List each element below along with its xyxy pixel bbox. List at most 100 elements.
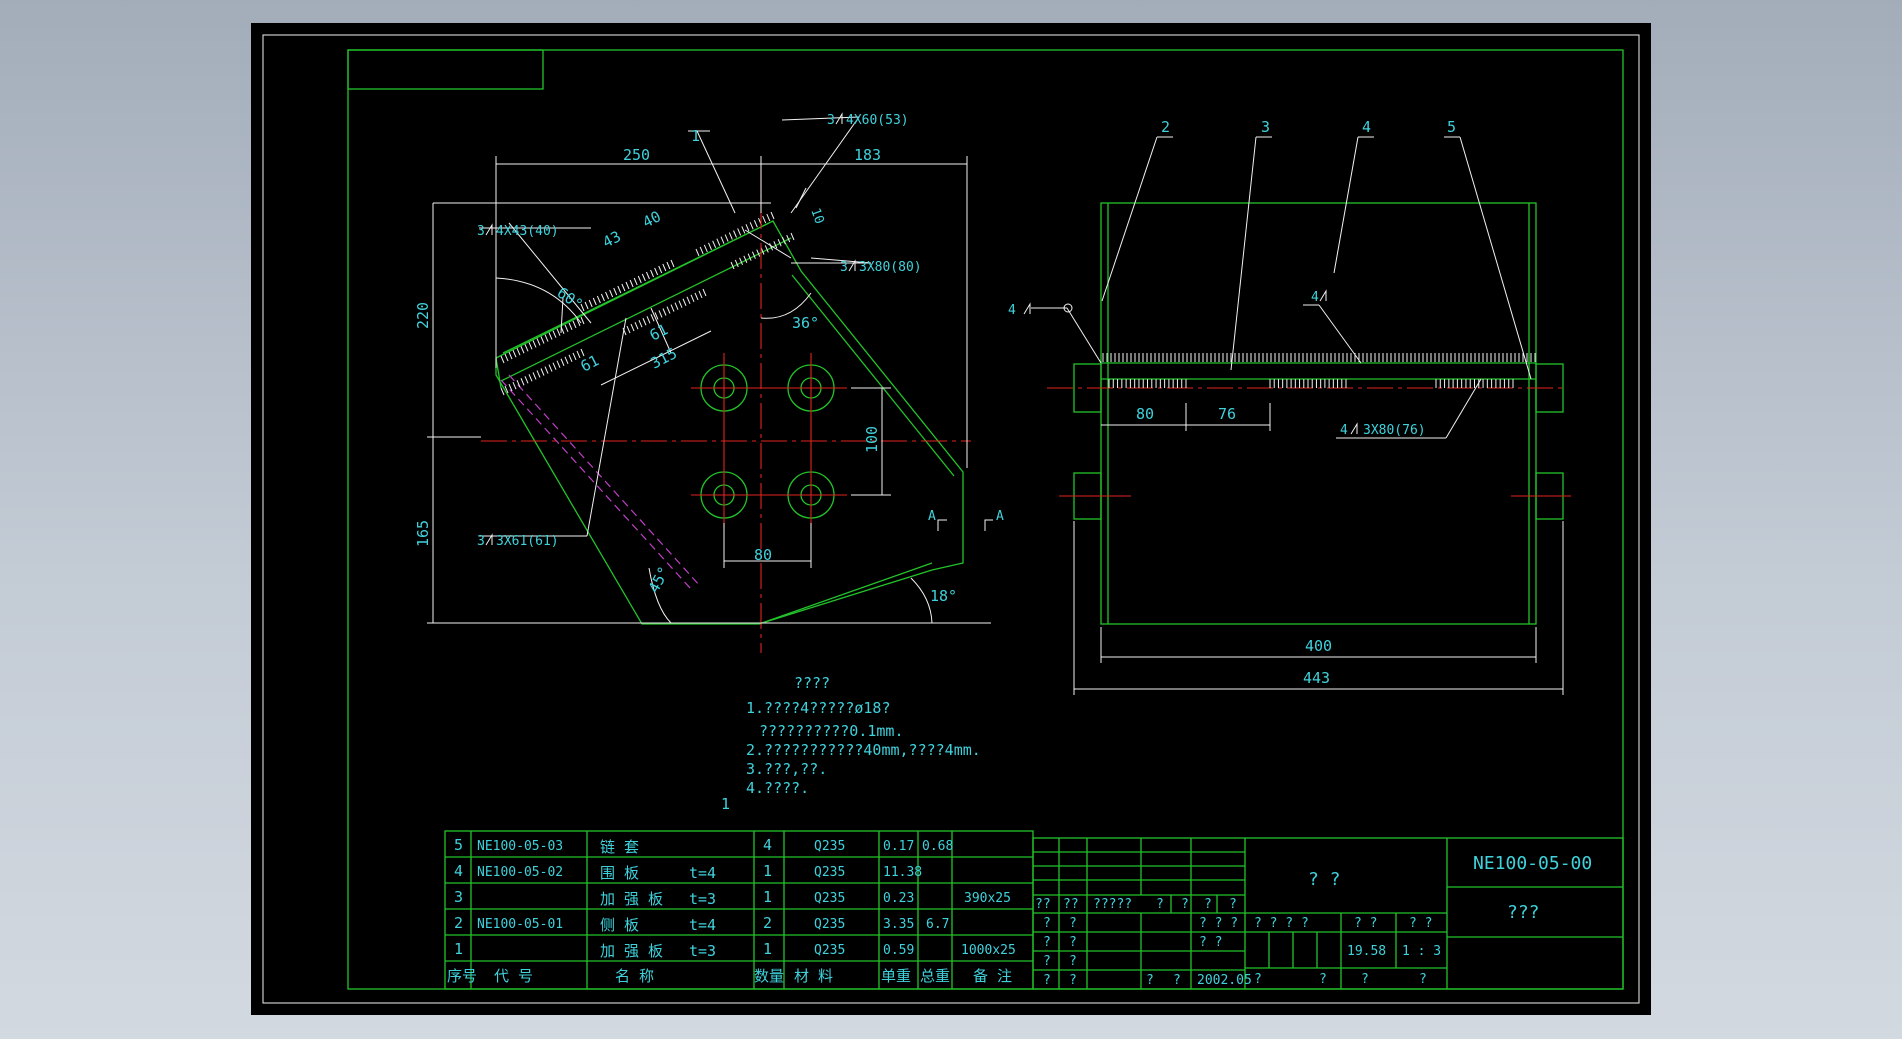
bom-no: 3 bbox=[454, 888, 463, 906]
sign-cell: ? bbox=[1069, 916, 1077, 931]
dim-76: 76 bbox=[1218, 405, 1236, 423]
weld-hatch-mark bbox=[658, 310, 663, 318]
weld-hatch-mark bbox=[790, 232, 795, 241]
weld-r2-num: 4 bbox=[1311, 290, 1319, 305]
weld-hatch-mark bbox=[592, 297, 597, 306]
weld-hatch-mark bbox=[670, 304, 675, 312]
weld-hatch-mark bbox=[512, 381, 517, 390]
frame-outline bbox=[1100, 202, 1537, 625]
weld-hatch-mark bbox=[500, 387, 505, 396]
rib-edge-outer bbox=[502, 222, 770, 354]
dim-43: 43 bbox=[600, 227, 624, 251]
weld-3-spec: 3X80(80) bbox=[859, 260, 922, 275]
sign-cell: ? bbox=[1069, 954, 1077, 969]
weld-hatch-mark bbox=[733, 230, 737, 238]
weld-hatch-mark bbox=[572, 352, 577, 361]
weld-hatch-right bbox=[1102, 353, 1536, 388]
weld-hatch-mark bbox=[516, 348, 521, 356]
dim-250: 250 bbox=[623, 146, 650, 164]
weld-hatch-mark bbox=[560, 358, 565, 366]
sign-cell: ? ? ? bbox=[1199, 916, 1238, 931]
hidden-line-1 bbox=[500, 379, 692, 590]
weld-hatch-mark bbox=[728, 232, 733, 240]
weld-hatch-mark bbox=[641, 273, 646, 282]
rev-cell: ? bbox=[1156, 897, 1164, 912]
weld-symbol bbox=[848, 259, 856, 272]
weld-hatch-mark bbox=[745, 224, 750, 232]
weld-hatch-mark bbox=[753, 220, 758, 228]
corner-code-box bbox=[347, 49, 544, 90]
weld-hatch-mark bbox=[540, 368, 545, 376]
weld-hatch-mark bbox=[520, 378, 525, 386]
weld-hatch-mark bbox=[670, 259, 675, 268]
sheet-cell: ? bbox=[1419, 972, 1427, 987]
notes-title: ???? bbox=[794, 674, 830, 692]
scale-value: 1 : 3 bbox=[1402, 944, 1441, 959]
weight-label: ? ? bbox=[1354, 916, 1377, 931]
weld-hatch-mark bbox=[708, 242, 712, 251]
weld-hatch-mark bbox=[564, 324, 569, 332]
weld-hatch-mark bbox=[629, 279, 634, 288]
note-line-5: 4.????. bbox=[746, 779, 809, 797]
rev-cell: ? bbox=[1229, 897, 1237, 912]
bom-code: NE100-05-03 bbox=[477, 839, 563, 854]
dim-183: 183 bbox=[854, 146, 881, 164]
weld-1-num: 3 bbox=[827, 113, 835, 128]
weld-hatch-mark bbox=[654, 312, 659, 320]
weld-hatch-mark bbox=[737, 228, 742, 236]
stage-labels: ? ? ? ? bbox=[1254, 916, 1309, 931]
angle-arc-36 bbox=[760, 292, 812, 319]
dim-10: 10 bbox=[807, 206, 826, 226]
weld-hatch-mark bbox=[596, 295, 601, 304]
weld-4-num: 3 bbox=[477, 534, 485, 549]
bom-name: 加 强 板 bbox=[600, 890, 663, 908]
weld-symbol bbox=[1023, 302, 1031, 315]
weld-hatch-mark bbox=[658, 265, 663, 274]
weld-hatch-mark bbox=[699, 246, 704, 255]
weld-hatch-mark bbox=[548, 332, 553, 340]
weld-hatch-mark bbox=[646, 316, 651, 324]
weld-hatch-mark bbox=[500, 355, 505, 364]
weld-hatch-mark bbox=[536, 338, 541, 346]
weld-symbol bbox=[1319, 289, 1327, 302]
weld-hatch-mark bbox=[568, 354, 573, 363]
balloon-3: 3 bbox=[1261, 118, 1270, 136]
weld-hatch-mark bbox=[734, 259, 739, 268]
weld-hatch-mark bbox=[682, 298, 687, 306]
weld-hatch bbox=[500, 211, 795, 396]
bom-header-no: 序号 bbox=[447, 967, 477, 985]
sign-cell: ? bbox=[1043, 973, 1051, 988]
weld-hatch-mark bbox=[662, 308, 667, 316]
leader-lines bbox=[479, 116, 872, 537]
bom-material: Q235 bbox=[814, 891, 845, 906]
weld-hatch-mark bbox=[524, 376, 529, 384]
side-plate-outline bbox=[495, 220, 964, 625]
weld-hatch-mark bbox=[637, 275, 642, 284]
weld-hatch-mark bbox=[544, 334, 549, 342]
weld-hatch-mark bbox=[739, 257, 744, 266]
weld-hatch-mark bbox=[568, 322, 573, 331]
weld-hatch-mark bbox=[508, 351, 513, 360]
bom-code: NE100-05-01 bbox=[477, 917, 563, 932]
weld-hatch-mark bbox=[674, 302, 679, 310]
dimension-lines bbox=[427, 156, 991, 624]
weld-hatch-mark bbox=[580, 348, 585, 357]
dim-220: 220 bbox=[414, 302, 432, 329]
bottom-inner-edge bbox=[758, 562, 933, 625]
weld-hatch-mark bbox=[645, 271, 650, 280]
rev-cell: ?? bbox=[1063, 897, 1079, 912]
weld-r3-spec: 3X80(76) bbox=[1363, 423, 1426, 438]
dim-400: 400 bbox=[1305, 637, 1332, 655]
right-leader-lines bbox=[1031, 136, 1532, 439]
bom-qty: 1 bbox=[763, 862, 772, 880]
weld-hatch-mark bbox=[662, 263, 667, 272]
weld-hatch-mark bbox=[770, 211, 775, 220]
weld-hatch-mark bbox=[609, 289, 614, 298]
weld-hatch-mark bbox=[572, 320, 577, 329]
weld-3-num: 3 bbox=[840, 260, 848, 275]
bom-material: Q235 bbox=[814, 865, 845, 880]
title-block: ?? ?? ????? ? ? ? ? ? ? ? ? ? ? ? ? ? ? … bbox=[1032, 837, 1624, 990]
right-dimension-lines bbox=[1073, 403, 1564, 695]
sheet-cell: ? bbox=[1319, 972, 1327, 987]
weld-2-num: 3 bbox=[477, 224, 485, 239]
